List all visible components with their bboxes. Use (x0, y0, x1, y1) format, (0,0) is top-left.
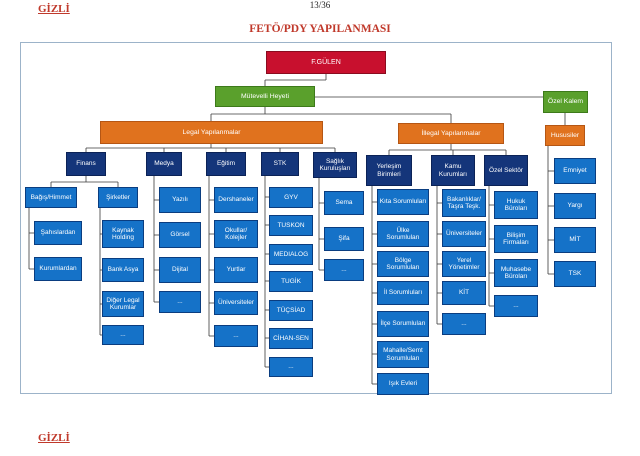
classification-bottom: GİZLİ (38, 432, 70, 444)
node-finans: Finans (66, 152, 106, 176)
node-bilisim: Bilişim Firmaları (494, 225, 538, 253)
node-tuskon: TUSKON (269, 215, 313, 236)
node-saglik-more: ... (324, 259, 364, 281)
node-bakanliklar: Bakanlıklar/ Taşra Teşk. (442, 189, 486, 217)
node-finans-more: ... (102, 325, 144, 345)
classification-top: GİZLİ (38, 3, 70, 15)
node-kamu-more: ... (442, 313, 486, 335)
node-muhasebe: Muhasebe Büroları (494, 259, 538, 287)
page-number: 13/36 (309, 0, 331, 10)
node-yerlesim: Yerleşim Birimleri (366, 155, 412, 186)
node-bagis-sahislar: Şahıslardan (34, 221, 82, 245)
node-tsk: TSK (554, 261, 596, 287)
node-emniyet: Emniyet (554, 158, 596, 184)
node-ozel-kalem: Özel Kalem (543, 91, 588, 113)
node-hukuk: Hukuk Büroları (494, 191, 538, 219)
node-bank-asya: Bank Asya (102, 258, 144, 282)
node-kaynak-holding: Kaynak Holding (102, 220, 144, 248)
node-universiteler-legal: Üniversiteler (214, 291, 258, 315)
node-kamu: Kamu Kurumları (431, 155, 475, 186)
node-saglik: Sağlık Kuruluşları (313, 152, 357, 178)
node-medya-more: ... (159, 291, 201, 313)
node-legal: Legal Yapılanmalar (100, 121, 323, 144)
node-medya: Medya (146, 152, 182, 176)
node-bolge: Bölge Sorumluları (377, 251, 429, 277)
node-dershaneler: Dershaneler (214, 187, 258, 213)
node-ilce: İlçe Sorumluları (377, 311, 429, 337)
node-stk: STK (261, 152, 299, 176)
node-tucsiad: TÜÇSİAD (269, 300, 313, 321)
node-sifa: Şifa (324, 227, 364, 251)
node-kita: Kıta Sorumluları (377, 189, 429, 215)
node-egitim-more: ... (214, 325, 258, 347)
node-root: F.GÜLEN (266, 51, 386, 74)
node-diger-legal: Diğer Legal Kurumlar (102, 291, 144, 317)
node-yurtlar: Yurtlar (214, 257, 258, 283)
node-medialog: MEDIALOG (269, 244, 313, 265)
node-mit: MİT (554, 227, 596, 253)
node-bagis: Bağış/Himmet (25, 187, 77, 208)
node-mahalle: Mahalle/Semt Sorumluları (377, 341, 429, 368)
node-tugik: TUGİK (269, 271, 313, 292)
node-yazili: Yazılı (159, 187, 201, 213)
node-ozel-sektor: Özel Sektör (484, 155, 528, 186)
node-bagis-kurumlar: Kurumlardan (34, 257, 82, 281)
node-dijital: Dijital (159, 257, 201, 283)
page-title: FETÖ/PDY YAPILANMASI (249, 23, 391, 35)
node-kit: KİT (442, 281, 486, 305)
node-ulke: Ülke Sorumluları (377, 221, 429, 247)
node-illegal: İllegal Yapılanmalar (398, 123, 504, 144)
node-cihan-sen: CİHAN-SEN (269, 328, 313, 349)
node-il: İl Sorumluları (377, 281, 429, 305)
node-gorsel: Görsel (159, 222, 201, 248)
node-mutevelli: Mütevelli Heyeti (215, 86, 315, 107)
node-stk-more: ... (269, 357, 313, 377)
node-sirketler: Şirketler (98, 187, 138, 208)
node-okullar: Okullar/ Kolejler (214, 220, 258, 248)
node-egitim: Eğitim (206, 152, 246, 176)
node-hususiler: Hususiler (545, 125, 585, 146)
node-gyv: GYV (269, 187, 313, 208)
diagram-frame (20, 42, 612, 394)
node-ozel-more: ... (494, 295, 538, 317)
node-isik-evleri: Işık Evleri (377, 373, 429, 395)
node-universiteler-kamu: Üniversiteler (442, 221, 486, 247)
node-yargi: Yargı (554, 193, 596, 219)
node-yerel: Yerel Yönetimler (442, 251, 486, 277)
node-sema: Sema (324, 191, 364, 215)
